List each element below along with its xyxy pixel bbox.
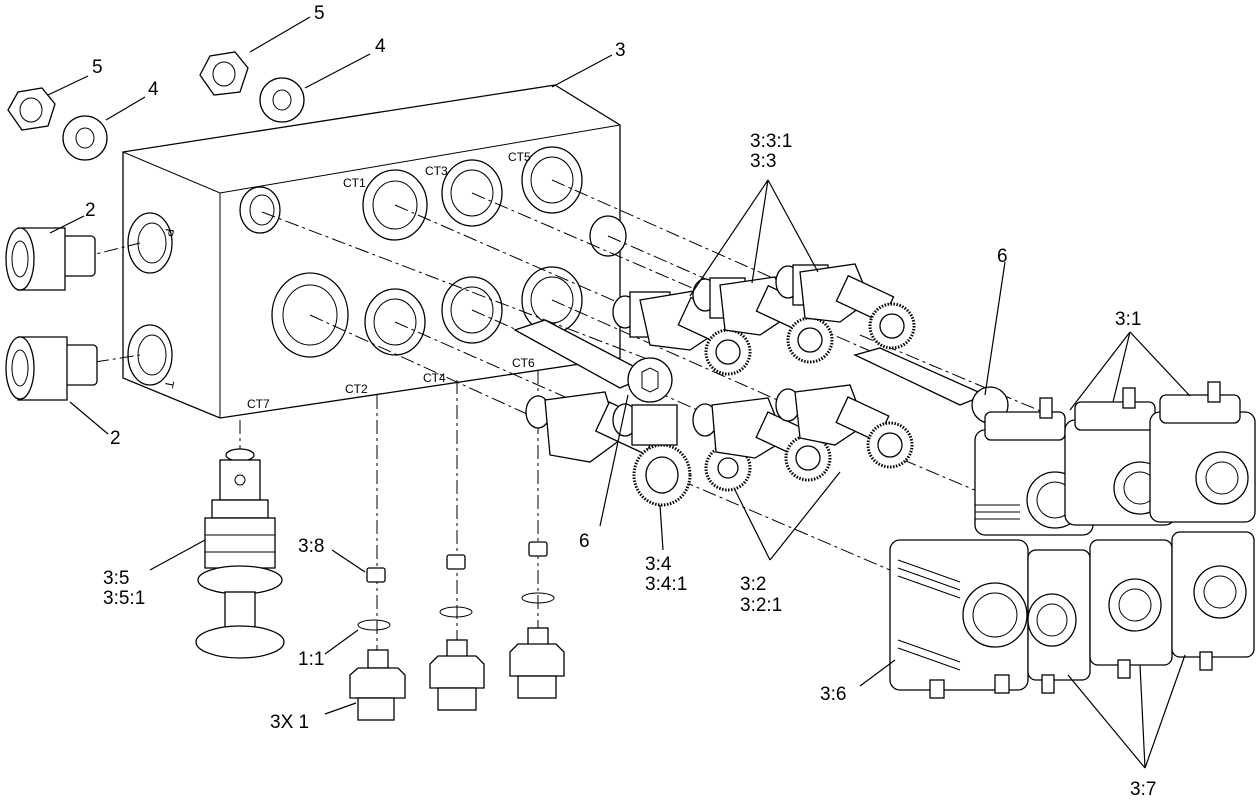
port-label-p: P <box>162 227 177 237</box>
callout-2-lower: 2 <box>110 428 121 449</box>
callout-3-2: 3:2 <box>740 574 766 595</box>
washer-right <box>259 77 305 123</box>
callout-3-1: 3:1 <box>1115 309 1141 330</box>
callout-3-2-1: 3:2:1 <box>740 595 782 616</box>
callout-4-right: 4 <box>375 36 386 57</box>
fitting-lower <box>5 336 98 401</box>
callout-2-upper: 2 <box>85 200 96 221</box>
tie-rods <box>513 319 1009 424</box>
plug-ct2 <box>349 649 406 721</box>
coil-upper-3 <box>1149 381 1256 523</box>
solenoid-coils-upper <box>974 381 1256 536</box>
plug-ct6 <box>509 627 565 699</box>
cartridge-valves-lower <box>525 384 914 507</box>
callout-6-right: 6 <box>997 246 1008 267</box>
plug-ct4 <box>429 639 485 711</box>
port-label-ct7: CT7 <box>247 397 270 411</box>
callout-3-4-1: 3:4:1 <box>645 574 687 595</box>
orifice-plugs <box>366 541 548 583</box>
callout-3-6: 3:6 <box>820 684 846 705</box>
cartridge-valves-upper <box>612 263 916 376</box>
callout-5-right: 5 <box>314 3 325 24</box>
callout-3-3-1: 3:3:1 <box>750 131 792 152</box>
callout-3: 3 <box>615 40 626 61</box>
port-label-ct4: CT4 <box>423 371 446 385</box>
coil-lower-3 <box>1089 539 1173 679</box>
callout-3-7: 3:7 <box>1130 779 1156 800</box>
callout-3-5: 3:5 <box>103 568 129 589</box>
coil-upper-2 <box>1064 387 1176 526</box>
washer-left <box>62 115 108 161</box>
port-label-t: T <box>162 379 177 389</box>
port-ct7-upper <box>239 186 281 234</box>
port-t <box>127 324 173 386</box>
port-label-ct6: CT6 <box>512 356 535 370</box>
leader-lines <box>47 16 1191 769</box>
port-label-ct5: CT5 <box>508 150 531 164</box>
port-p <box>127 212 173 274</box>
nut-right <box>199 51 249 96</box>
port-label-ct2: CT2 <box>345 382 368 396</box>
callout-3x1: 3X 1 <box>270 712 309 733</box>
callout-3-3: 3:3 <box>750 151 776 172</box>
port-label-ct1: CT1 <box>343 176 366 190</box>
relief-valve-cartridge <box>195 448 285 659</box>
fitting-upper <box>5 227 96 291</box>
coil-lower-2 <box>1027 549 1091 694</box>
o-rings <box>357 592 555 631</box>
coil-lower-4 <box>1171 531 1255 671</box>
callout-3-8: 3:8 <box>298 536 324 557</box>
port-label-ct3: CT3 <box>425 164 448 178</box>
nut-left <box>7 87 56 131</box>
solenoid-coils-lower <box>889 531 1255 699</box>
callout-3-5-1: 3:5:1 <box>103 588 145 609</box>
manifold-block <box>122 84 627 419</box>
callouts: 5 4 5 4 3 2 2 3:3:1 3:3 3:1 6 6 3:4 3:4:… <box>85 3 1156 800</box>
callout-1-1: 1:1 <box>298 649 324 670</box>
callout-4-left: 4 <box>148 79 159 100</box>
callout-6-left: 6 <box>579 531 590 552</box>
callout-3-4: 3:4 <box>645 554 672 575</box>
coil-lower-1 <box>889 539 1029 699</box>
callout-5-left: 5 <box>92 57 103 78</box>
